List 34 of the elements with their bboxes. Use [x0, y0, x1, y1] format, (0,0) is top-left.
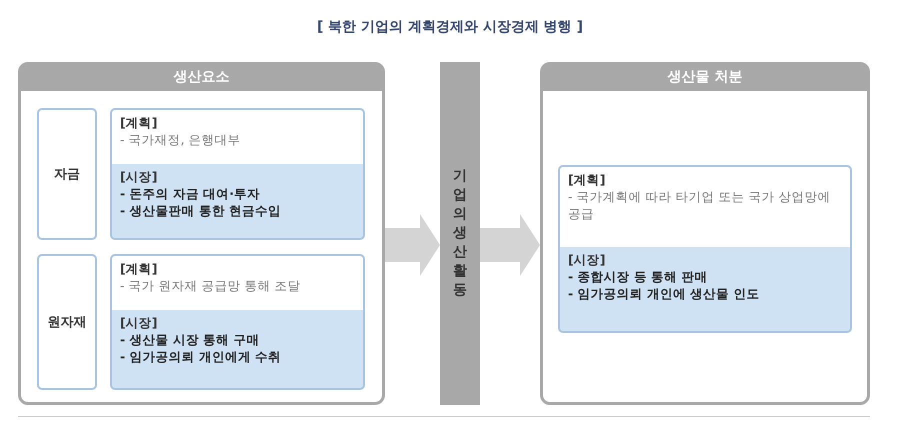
bullet-item: - 생산물판매 통한 현금수입 [120, 202, 282, 219]
panel-header: 생산요소 [21, 65, 382, 91]
section-heading: [계획] [120, 260, 158, 277]
section-heading: [계획] [120, 114, 158, 131]
category-box [37, 108, 97, 240]
section-heading: [계획] [568, 171, 606, 188]
market-section [110, 310, 365, 390]
title: [ 북한 기업의 계획경제와 시장경제 병행 ] [316, 18, 584, 36]
vertical-label: 기업의 생산활동 [452, 167, 468, 300]
market-section [558, 247, 852, 333]
category-label: 자금 [54, 166, 80, 183]
category-box [37, 254, 97, 390]
bullet-item: - 국가 원자재 공급망 통해 조달 [120, 277, 302, 294]
plan-section [558, 165, 852, 247]
block-arrow [385, 214, 440, 276]
bullet-item: - 국가재정, 은행대부 [120, 131, 242, 148]
activity-bar [440, 62, 480, 405]
bullet-item: - 임가공의뢰 개인에게 수취 [120, 348, 282, 365]
bullet-item: - 종합시장 등 통해 판매 [568, 268, 709, 285]
panel [18, 62, 385, 405]
panel-header: 생산물 처분 [543, 65, 867, 91]
bullet-item: - 임가공의뢰 개인에 생산물 인도 [568, 285, 761, 302]
block-arrow [480, 214, 540, 276]
panel [540, 62, 870, 405]
bullet-item: - 돈주의 자금 대여·투자 [120, 185, 261, 202]
bullet-item: - 생산물 시장 통해 구매 [120, 331, 261, 348]
bullet-item: - 국가계획에 따라 타기업 또는 국가 상업망에 공급 [568, 188, 832, 222]
section-heading: [시장] [120, 168, 158, 185]
market-section [110, 164, 365, 240]
plan-section [110, 108, 365, 164]
section-heading: [시장] [568, 251, 606, 268]
plan-section [110, 254, 365, 310]
category-label: 원자재 [48, 314, 86, 331]
section-heading: [시장] [120, 314, 158, 331]
